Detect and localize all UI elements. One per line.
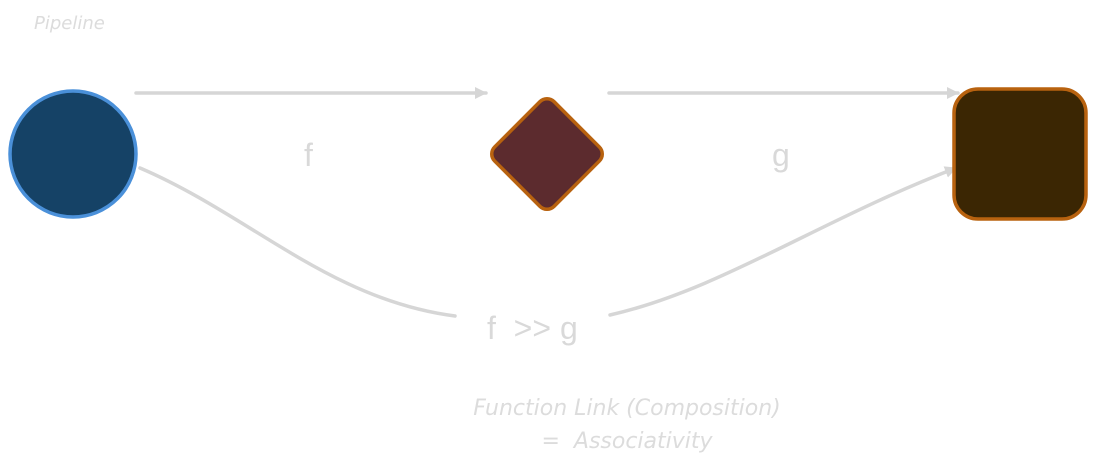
edge-label-composed: f >> g (487, 310, 578, 346)
caption-line-1: Function Link (Composition) (473, 396, 780, 421)
edge-label-g: g (772, 137, 790, 173)
caption-line-2: = Associativity (541, 429, 713, 454)
target-node-square[interactable] (952, 87, 1088, 221)
edge-composed-right (608, 166, 958, 317)
intermediate-node-diamond[interactable] (488, 95, 607, 214)
source-node-circle[interactable] (8, 89, 138, 219)
edge-label-f: f (304, 137, 313, 173)
edge-composed-left (138, 166, 457, 318)
diagram-title: Pipeline (34, 13, 105, 34)
